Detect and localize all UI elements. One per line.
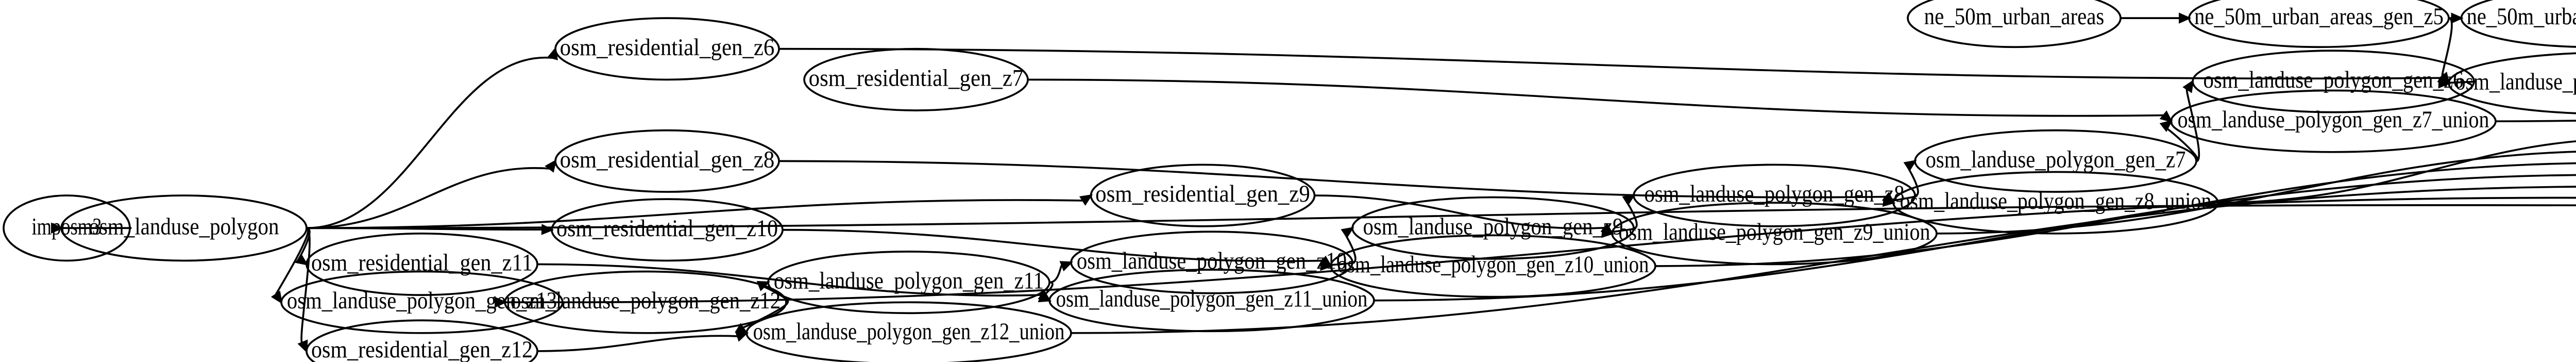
node-osm_residential_gen_z7[interactable]: osm_residential_gen_z7 bbox=[803, 47, 1029, 111]
node-osm_landuse_polygon_gen_z9_union[interactable]: osm_landuse_polygon_gen_z9_union bbox=[1611, 202, 1938, 266]
edge-arrowhead bbox=[1320, 259, 1333, 271]
edge-osm_residential_gen_z8--to--osm_landuse_polygon_gen_z8_union bbox=[778, 160, 1886, 199]
edge-arrowhead bbox=[1882, 195, 1896, 207]
node-osm_residential_gen_z6[interactable]: osm_residential_gen_z6 bbox=[554, 17, 780, 81]
node-label: osm_landuse_polygon_gen_z12 bbox=[511, 288, 781, 314]
node-osm_residential_gen_z12[interactable]: osm_residential_gen_z12 bbox=[306, 319, 538, 362]
node-ne_50m_urban_areas_gen_z5[interactable]: ne_50m_urban_areas_gen_z5 bbox=[2188, 0, 2450, 48]
node-label: osm_landuse_polygon_gen_z8_union bbox=[1900, 188, 2212, 215]
node-label: osm_landuse_polygon_gen_z12_union bbox=[753, 319, 1065, 345]
edge-arrowhead bbox=[2159, 110, 2173, 123]
edge-arrowhead bbox=[735, 323, 749, 335]
node-label: ne_50m_urban_areas_gen_z4 bbox=[2467, 4, 2576, 30]
node-label: osm_residential_gen_z9 bbox=[1095, 181, 1310, 207]
edges-layer bbox=[50, 12, 2576, 353]
edge-osm_landuse_polygon_gen_z7--to--osm_landuse_polygon_gen_z6 bbox=[2185, 88, 2200, 162]
nodes-layer: imposm3osm_landuse_polygonosm_residentia… bbox=[3, 0, 2576, 362]
edge-arrowhead bbox=[1059, 261, 1074, 272]
node-label: osm_landuse_polygon_gen_z11 bbox=[774, 268, 1044, 294]
edge-osm_landuse_polygon--to--osm_residential_gen_z6 bbox=[306, 56, 553, 229]
node-label: osm_residential_gen_z10 bbox=[556, 216, 778, 242]
node-osm_landuse_polygon_gen_z9[interactable]: osm_landuse_polygon_gen_z9 bbox=[1351, 196, 1635, 260]
edge-osm_residential_gen_z7--to--osm_landuse_polygon_gen_z7_union bbox=[1027, 78, 2164, 117]
edge-arrowhead bbox=[1622, 194, 1636, 206]
node-osm_landuse_polygon_gen_z7[interactable]: osm_landuse_polygon_gen_z7 bbox=[1914, 129, 2197, 193]
edge-arrowhead bbox=[1341, 226, 1354, 239]
edge-osm_residential_gen_z12--to--osm_landuse_polygon_gen_z12_union bbox=[537, 335, 738, 352]
node-label: ne_50m_urban_areas_gen_z5 bbox=[2194, 4, 2444, 30]
node-label: osm_landuse_polygon_gen_z7_union bbox=[2178, 107, 2489, 133]
edge-arrowhead bbox=[51, 222, 64, 234]
edge-osm_landuse_polygon--to--osm_residential_gen_z12 bbox=[300, 227, 311, 344]
node-ne_50m_urban_areas[interactable]: ne_50m_urban_areas bbox=[1907, 0, 2122, 48]
node-osm_residential_gen_z8[interactable]: osm_residential_gen_z8 bbox=[554, 129, 780, 193]
node-label: osm_residential_gen_z8 bbox=[560, 146, 775, 173]
edge-osm_landuse_polygon_gen_z11--to--osm_landuse_polygon_gen_z10 bbox=[1049, 265, 1063, 284]
node-label: osm_landuse_polygon_gen_z11_union bbox=[1056, 286, 1368, 312]
node-osm_landuse_polygon_gen_z6[interactable]: osm_landuse_polygon_gen_z6 bbox=[2192, 50, 2475, 113]
node-osm_residential_gen_z9[interactable]: osm_residential_gen_z9 bbox=[1090, 163, 1316, 227]
edge-arrowhead bbox=[2182, 79, 2194, 93]
edge-osm_landuse_polygon--to--osm_residential_gen_z9 bbox=[306, 199, 1083, 229]
edge-osm_residential_gen_z9--to--osm_landuse_polygon_gen_z9_union bbox=[1314, 194, 1605, 229]
edge-osm_landuse_polygon--to--osm_residential_gen_z8 bbox=[306, 167, 550, 229]
node-osm_landuse_polygon_gen_z11[interactable]: osm_landuse_polygon_gen_z11 bbox=[767, 251, 1050, 315]
node-ne_50m_urban_areas_gen_z4[interactable]: ne_50m_urban_areas_gen_z4 bbox=[2460, 0, 2576, 48]
node-osm_landuse_polygon_gen_z10_union[interactable]: osm_landuse_polygon_gen_z10_union bbox=[1330, 234, 1656, 298]
node-osm_residential_gen_z11[interactable]: osm_residential_gen_z11 bbox=[306, 232, 538, 296]
edge-arrowhead bbox=[2179, 12, 2192, 24]
node-label: ne_50m_urban_areas bbox=[1924, 4, 2105, 30]
node-label: osm_residential_gen_z7 bbox=[809, 65, 1024, 91]
edge-arrowhead bbox=[2451, 12, 2464, 24]
node-label: osm_landuse_polygon bbox=[89, 213, 279, 240]
edge-arrowhead bbox=[1601, 226, 1615, 238]
node-osm_residential_gen_z10[interactable]: osm_residential_gen_z10 bbox=[551, 198, 784, 262]
node-osm_landuse_polygon_gen_z7_union[interactable]: osm_landuse_polygon_gen_z7_union bbox=[2170, 89, 2497, 153]
edge-osm_landuse_polygon_gen_z10_union--to--layer_landuse.z10 bbox=[1655, 162, 2576, 267]
node-osm_landuse_polygon_gen_z12_union[interactable]: osm_landuse_polygon_gen_z12_union bbox=[745, 301, 1072, 362]
edge-osm_landuse_polygon_gen_z13--to--layer_landuse.z13 bbox=[562, 196, 2576, 304]
edge-osm_landuse_polygon_gen_z8_union--to--layer_landuse.z8 bbox=[2217, 140, 2576, 204]
node-osm_landuse_polygon_gen_z8_union[interactable]: osm_landuse_polygon_gen_z8_union bbox=[1892, 171, 2219, 235]
node-label: osm_landuse_polygon_gen_z10_union bbox=[1337, 252, 1649, 278]
node-osm_landuse_polygon_gen_z11_union[interactable]: osm_landuse_polygon_gen_z11_union bbox=[1048, 269, 1375, 333]
edge-arrowhead bbox=[1038, 291, 1052, 303]
edge-arrowhead bbox=[545, 159, 557, 173]
node-label: osm_residential_gen_z6 bbox=[560, 35, 775, 61]
node-label: osm_residential_gen_z12 bbox=[311, 337, 533, 362]
edge-osm_landuse_polygon_gen_z11_union--to--layer_landuse.z11 bbox=[1374, 174, 2576, 302]
edge-arrowhead bbox=[1903, 159, 1917, 172]
node-label: osm_landuse_polygon_gen_z7 bbox=[1925, 146, 2185, 173]
edge-osm_residential_gen_z6--to--osm_landuse_polygon_gen_z6_union bbox=[778, 47, 2441, 80]
edge-arrowhead bbox=[1079, 194, 1093, 206]
edge-osm_residential_gen_z10--to--osm_landuse_polygon_gen_z10_union bbox=[782, 228, 1324, 262]
node-osm_landuse_polygon_gen_z8[interactable]: osm_landuse_polygon_gen_z8 bbox=[1633, 163, 1916, 227]
edge-arrowhead bbox=[2159, 120, 2173, 132]
edge-arrowhead bbox=[2438, 72, 2450, 85]
edge-arrowhead bbox=[270, 290, 283, 304]
edge-osm_landuse_polygon_gen_z9_union--to--layer_landuse.z9 bbox=[1936, 151, 2576, 235]
edge-arrowhead bbox=[495, 297, 507, 308]
edge-osm_landuse_polygon_gen_z7_union--to--layer_landuse.z7 bbox=[2495, 120, 2576, 123]
node-osm_landuse_polygon_gen_z10[interactable]: osm_landuse_polygon_gen_z10 bbox=[1070, 231, 1353, 294]
edge-arrowhead bbox=[295, 254, 309, 266]
node-osm_landuse_polygon_gen_z12[interactable]: osm_landuse_polygon_gen_z12 bbox=[504, 270, 787, 334]
edge-arrowhead bbox=[297, 339, 308, 353]
node-osm_landuse_polygon_gen_z6_union[interactable]: osm_landuse_polygon_gen_z6_union bbox=[2448, 52, 2576, 114]
node-osm_landuse_polygon[interactable]: osm_landuse_polygon bbox=[60, 194, 308, 262]
node-label: osm_landuse_polygon_gen_z9_union bbox=[1619, 219, 1930, 245]
node-label: osm_landuse_polygon_gen_z6 bbox=[2203, 67, 2463, 93]
node-label: osm_landuse_polygon_gen_z6_union bbox=[2455, 69, 2576, 95]
